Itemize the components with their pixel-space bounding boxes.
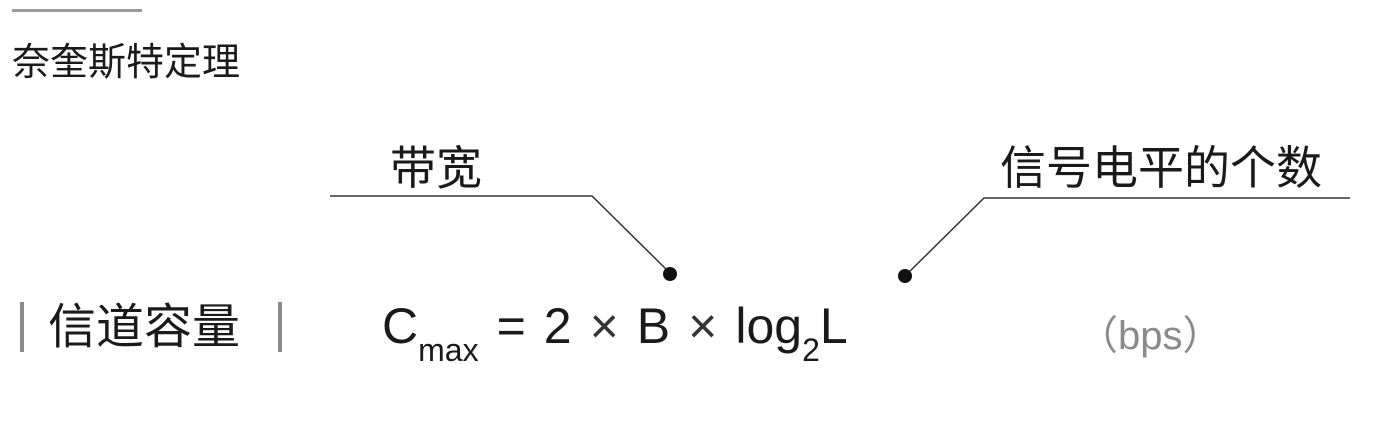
- channel-capacity-label: 信道容量: [48, 299, 241, 355]
- formula-log: log: [735, 298, 803, 354]
- bandwidth-leader-line: [330, 195, 671, 274]
- callout-bandwidth: 带宽: [390, 141, 482, 195]
- nyquist-formula: Cmax=2×B×log2L: [382, 294, 848, 368]
- unit-label: （bps）: [1078, 314, 1223, 358]
- levels-leader-dot: [898, 269, 912, 283]
- levels-leader-line: [904, 197, 1350, 277]
- bandwidth-leader-dot: [663, 267, 677, 281]
- formula-times-1: ×: [589, 298, 619, 354]
- formula-b: B: [636, 298, 671, 354]
- formula-two: 2: [543, 298, 572, 354]
- formula-times-2: ×: [688, 298, 718, 354]
- callout-signal-levels: 信号电平的个数: [1000, 141, 1322, 195]
- channel-bar-right: [278, 302, 282, 352]
- formula-equals: =: [496, 298, 526, 354]
- formula-c-subscript: max: [418, 332, 479, 368]
- channel-bar-left: [20, 302, 24, 352]
- top-rule: [12, 9, 142, 12]
- formula-l: L: [819, 298, 848, 354]
- formula-log-subscript: 2: [802, 332, 820, 368]
- formula-c: C: [382, 298, 419, 354]
- section-title: 奈奎斯特定理: [12, 40, 241, 84]
